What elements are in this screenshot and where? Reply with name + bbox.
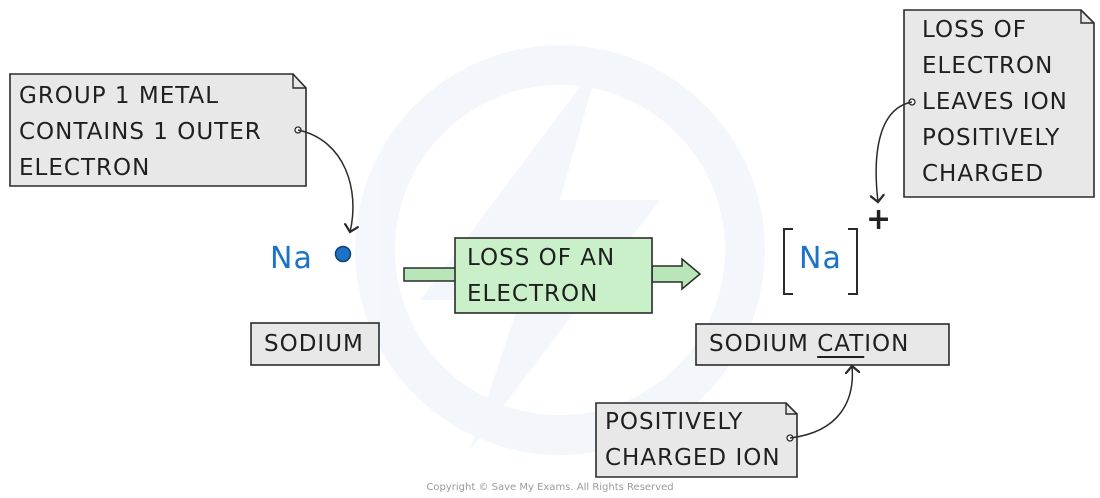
- callout-line: GROUP 1 METAL: [19, 83, 220, 109]
- cation-label-box: [695, 323, 950, 366]
- callout-line: LEAVES ION: [922, 89, 1068, 115]
- callout-cation-text: POSITIVELY CHARGED ION: [605, 404, 781, 476]
- callout-arrow-charge: [876, 101, 913, 202]
- sodium-label: SODIUM: [264, 331, 364, 357]
- process-label: LOSS OF AN ELECTRON: [467, 240, 615, 312]
- callout-arrow-cation: [789, 366, 852, 439]
- cation-label: SODIUM CATION: [709, 326, 909, 362]
- cation-label-suffix: ION: [864, 331, 910, 357]
- callout-line: POSITIVELY: [605, 409, 744, 435]
- process-line: ELECTRON: [467, 281, 599, 307]
- callout-line: ELECTRON: [19, 155, 151, 181]
- left-bracket: [783, 228, 793, 295]
- callout-arrow-electron: [297, 129, 353, 232]
- callout-line: POSITIVELY: [922, 125, 1061, 151]
- callout-line: CHARGED: [922, 161, 1045, 187]
- outer-electron-icon: [334, 245, 352, 263]
- ion-charge-plus: +: [866, 202, 892, 237]
- cation-label-underlined: CAT: [817, 331, 865, 357]
- sodium-atom-symbol: Na: [270, 241, 313, 276]
- callout-box-cation: [595, 402, 798, 478]
- callout-line: ELECTRON: [922, 53, 1054, 79]
- right-bracket: [848, 228, 858, 295]
- process-line: LOSS OF AN: [467, 245, 616, 271]
- copyright-text: Copyright © Save My Exams. All Rights Re…: [426, 482, 674, 493]
- process-arrow: [403, 237, 702, 314]
- callout-box-group-metal: [9, 73, 307, 187]
- callout-line: LOSS OF: [922, 17, 1027, 43]
- cation-label-prefix: SODIUM: [709, 331, 818, 357]
- callout-box-loss: [903, 9, 1095, 198]
- callout-line: CHARGED ION: [605, 445, 781, 471]
- callout-loss-text: LOSS OF ELECTRON LEAVES ION POSITIVELY C…: [922, 12, 1068, 192]
- sodium-label-box: [250, 322, 380, 366]
- callout-group-metal-text: GROUP 1 METAL CONTAINS 1 OUTER ELECTRON: [19, 78, 262, 186]
- callout-line: CONTAINS 1 OUTER: [19, 119, 262, 145]
- sodium-ion-symbol: Na: [799, 241, 842, 276]
